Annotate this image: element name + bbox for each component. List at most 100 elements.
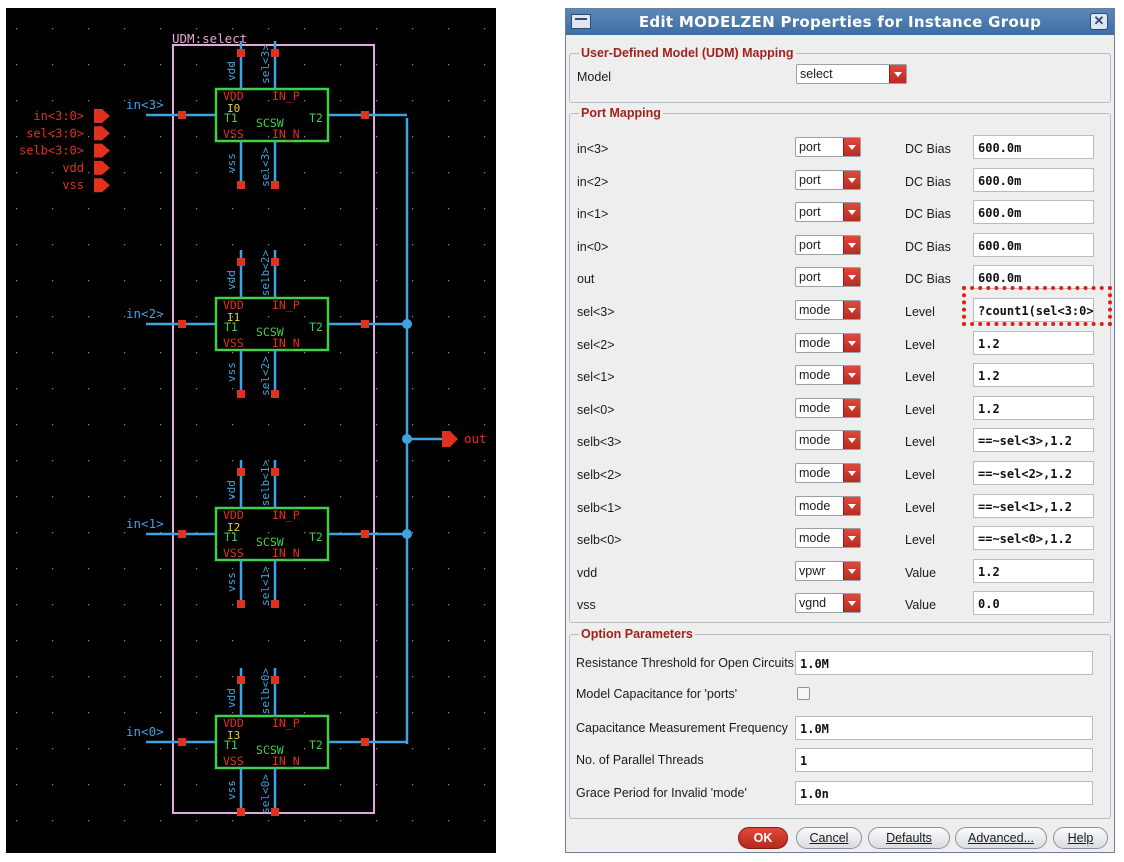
port-type-select[interactable]: mode (795, 398, 861, 418)
port-param-label: Level (905, 370, 935, 384)
resistance-threshold-field[interactable]: 1.0M (795, 651, 1093, 675)
port-type-select[interactable]: port (795, 170, 861, 190)
port-type-select[interactable]: vgnd (795, 593, 861, 613)
port-value-field[interactable]: ==~sel<3>,1.2 (973, 428, 1094, 452)
top-vdd-label: vdd (225, 480, 238, 500)
pin-square (237, 390, 245, 398)
port-value-field[interactable]: 600.0m (973, 135, 1094, 159)
pin-label: in<3:0> (33, 109, 84, 123)
cell-body (214, 87, 330, 143)
cancel-button[interactable]: Cancel (796, 827, 862, 849)
chevron-down-icon[interactable] (843, 171, 860, 189)
model-select[interactable]: select (796, 64, 907, 84)
port-value-field[interactable]: 600.0m (973, 265, 1094, 289)
ok-button[interactable]: OK (738, 827, 788, 849)
port-type-value: port (799, 238, 821, 252)
port-name-label: in<3> (577, 142, 609, 156)
port-value-field[interactable]: 600.0m (973, 168, 1094, 192)
pin-label: vdd (62, 161, 84, 175)
grace-period-field[interactable]: 1.0n (795, 781, 1093, 805)
advanced-button[interactable]: Advanced... (955, 827, 1047, 849)
port-type-select[interactable]: mode (795, 333, 861, 353)
pin-square (237, 49, 245, 57)
title-bar[interactable]: Edit MODELZEN Properties for Instance Gr… (566, 9, 1114, 35)
close-icon[interactable]: ✕ (1090, 13, 1108, 30)
port-name-label: sel<1> (577, 370, 615, 384)
cap-frequency-field[interactable]: 1.0M (795, 716, 1093, 740)
top-vdd-label: vdd (225, 688, 238, 708)
cell-name-label: SCSW (256, 535, 284, 549)
port-type-select[interactable]: mode (795, 528, 861, 548)
chevron-down-icon[interactable] (843, 334, 860, 352)
chevron-down-icon[interactable] (843, 562, 860, 580)
port-value-field[interactable]: 1.2 (973, 331, 1094, 355)
cell-t2-label: T2 (309, 320, 323, 334)
defaults-button[interactable]: Defaults (868, 827, 950, 849)
port-type-select[interactable]: mode (795, 365, 861, 385)
port-value-field[interactable]: ==~sel<1>,1.2 (973, 494, 1094, 518)
pin-marker (94, 126, 110, 141)
model-capacitance-checkbox[interactable] (797, 687, 810, 700)
chevron-down-icon[interactable] (843, 399, 860, 417)
advanced-label: Advanced... (967, 831, 1034, 845)
port-name-label: selb<3> (577, 435, 622, 449)
port-type-select[interactable]: mode (795, 300, 861, 320)
help-button[interactable]: Help (1053, 827, 1108, 849)
port-type-select[interactable]: port (795, 267, 861, 287)
chevron-down-icon[interactable] (843, 268, 860, 286)
port-type-value: mode (799, 499, 831, 513)
port-type-select[interactable]: mode (795, 496, 861, 516)
pin-square (361, 738, 369, 746)
input-label: in<3> (126, 97, 164, 112)
port-type-select[interactable]: mode (795, 463, 861, 483)
junction-dot (402, 319, 412, 329)
port-name-label: vdd (577, 566, 598, 580)
cell-t2-label: T2 (309, 111, 323, 125)
port-type-select[interactable]: port (795, 235, 861, 255)
chevron-down-icon[interactable] (843, 203, 860, 221)
pin-square (237, 808, 245, 816)
port-value-field[interactable]: ==~sel<2>,1.2 (973, 461, 1094, 485)
chevron-down-icon[interactable] (889, 65, 906, 83)
window-menu-icon[interactable] (571, 14, 591, 29)
pin-square (361, 530, 369, 538)
port-type-value: port (799, 270, 821, 284)
port-type-select[interactable]: vpwr (795, 561, 861, 581)
cell-t1-label: T1 (224, 530, 238, 544)
port-type-value: port (799, 140, 821, 154)
port-value-field[interactable]: 1.2 (973, 559, 1094, 583)
instance-label: I2 (227, 521, 240, 534)
port-type-select[interactable]: mode (795, 430, 861, 450)
parallel-threads-field[interactable]: 1 (795, 748, 1093, 772)
port-value-field[interactable]: 600.0m (973, 200, 1094, 224)
chevron-down-icon[interactable] (843, 464, 860, 482)
pin-square (271, 676, 279, 684)
port-value-field[interactable]: 1.2 (973, 396, 1094, 420)
chevron-down-icon[interactable] (843, 301, 860, 319)
chevron-down-icon[interactable] (843, 594, 860, 612)
port-type-select[interactable]: port (795, 202, 861, 222)
cell-t2-label: T2 (309, 738, 323, 752)
top-sel-label: sel<3> (259, 44, 272, 84)
pin-square (178, 320, 186, 328)
chevron-down-icon[interactable] (843, 529, 860, 547)
port-param-label: Level (905, 435, 935, 449)
resistance-threshold-label: Resistance Threshold for Open Circuits (576, 656, 794, 670)
chevron-down-icon[interactable] (843, 138, 860, 156)
port-type-value: mode (799, 433, 831, 447)
port-type-select[interactable]: port (795, 137, 861, 157)
grid-dots (16, 28, 486, 822)
chevron-down-icon[interactable] (843, 497, 860, 515)
port-value-field[interactable]: 600.0m (973, 233, 1094, 257)
port-value-field[interactable]: ==~sel<0>,1.2 (973, 526, 1094, 550)
chevron-down-icon[interactable] (843, 236, 860, 254)
cell-t2-label: T2 (309, 530, 323, 544)
chevron-down-icon[interactable] (843, 431, 860, 449)
port-value-field[interactable]: ?count1(sel<3:0> (973, 298, 1094, 322)
port-value-field[interactable]: 0.0 (973, 591, 1094, 615)
bottom-vss-label: vss (225, 153, 238, 173)
port-value-field[interactable]: 1.2 (973, 363, 1094, 387)
port-type-value: mode (799, 401, 831, 415)
chevron-down-icon[interactable] (843, 366, 860, 384)
